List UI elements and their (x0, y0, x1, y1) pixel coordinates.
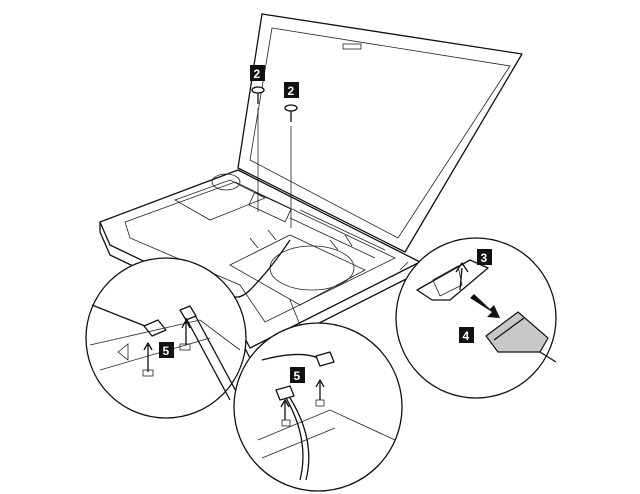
screw-left (251, 86, 265, 212)
callout-4: 4 (459, 327, 474, 343)
callout-label: 5 (163, 344, 170, 358)
callout-2-left: 2 (250, 65, 265, 81)
callout-label: 3 (481, 251, 488, 265)
callout-3: 3 (477, 249, 492, 265)
detail-circle-antenna-left (85, 257, 247, 419)
callout-5-bottom: 5 (290, 367, 305, 383)
callout-label: 5 (294, 369, 301, 383)
laptop-lid (237, 13, 523, 253)
callout-2-right: 2 (284, 82, 299, 98)
callout-5-left: 5 (159, 342, 174, 358)
leader-line (289, 299, 301, 326)
laptop-base (99, 169, 421, 359)
screw-right (284, 104, 298, 228)
callout-label: 2 (288, 84, 295, 98)
callout-label: 2 (254, 67, 261, 81)
detail-circle-connector (395, 237, 557, 399)
callout-label: 4 (463, 329, 470, 343)
detail-circle-antenna-bottom (233, 322, 403, 492)
leader-line (399, 261, 409, 271)
